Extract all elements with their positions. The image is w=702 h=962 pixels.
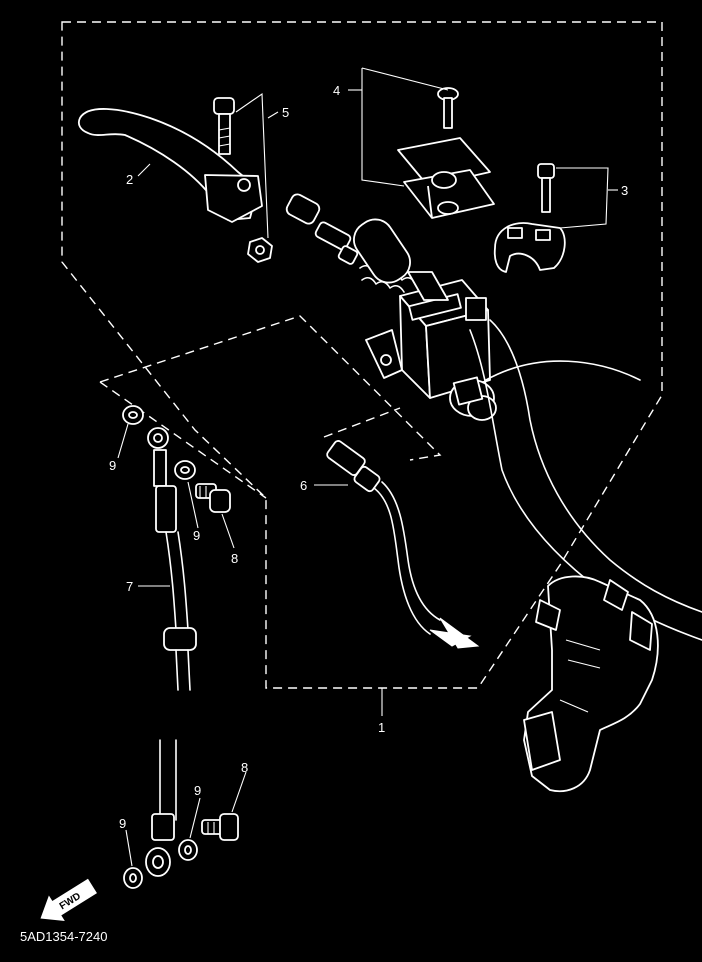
piston-boot[interactable]	[285, 192, 359, 265]
washer-4[interactable]	[123, 867, 143, 889]
lever-bolt[interactable]	[213, 97, 235, 155]
brake-switch[interactable]	[326, 439, 480, 649]
master-cylinder-body[interactable]	[365, 271, 497, 421]
callout-1: 1	[378, 720, 385, 735]
brake-lever[interactable]	[77, 108, 263, 223]
lever-nut[interactable]	[247, 237, 273, 263]
callout-4: 4	[333, 83, 340, 98]
switch-housing	[523, 575, 659, 792]
callout-9-upper-right: 9	[193, 528, 200, 543]
callout-7: 7	[126, 579, 133, 594]
brake-hose[interactable]	[145, 427, 197, 877]
diagram-code: 5AD1354-7240	[20, 929, 107, 944]
callout-6: 6	[300, 478, 307, 493]
union-bolt-upper[interactable]	[195, 483, 231, 513]
reservoir-sleeve[interactable]	[347, 212, 417, 289]
assembly-boundary	[61, 21, 663, 689]
bracket-5	[235, 92, 269, 239]
washer-3[interactable]	[178, 839, 198, 861]
bracket-4	[361, 67, 449, 187]
callout-9-lower-left: 9	[119, 816, 126, 831]
bracket-3	[556, 167, 609, 229]
callout-2: 2	[126, 172, 133, 187]
callout-8-lower: 8	[241, 760, 248, 775]
leader-lines	[117, 89, 618, 867]
union-bolt-lower[interactable]	[201, 813, 239, 841]
washer-2[interactable]	[174, 460, 196, 480]
callout-3: 3	[621, 183, 628, 198]
holder-bolt[interactable]	[537, 163, 555, 213]
washer-1[interactable]	[122, 405, 144, 425]
master-cylinder-holder[interactable]	[493, 222, 566, 273]
reservoir-cap[interactable]	[397, 137, 495, 219]
fwd-arrow-icon: FWD	[40, 878, 97, 921]
callout-5: 5	[282, 105, 289, 120]
cap-screw[interactable]	[437, 87, 459, 129]
callout-9-upper-left: 9	[109, 458, 116, 473]
callout-9-lower-right: 9	[194, 783, 201, 798]
callout-8-upper: 8	[231, 551, 238, 566]
